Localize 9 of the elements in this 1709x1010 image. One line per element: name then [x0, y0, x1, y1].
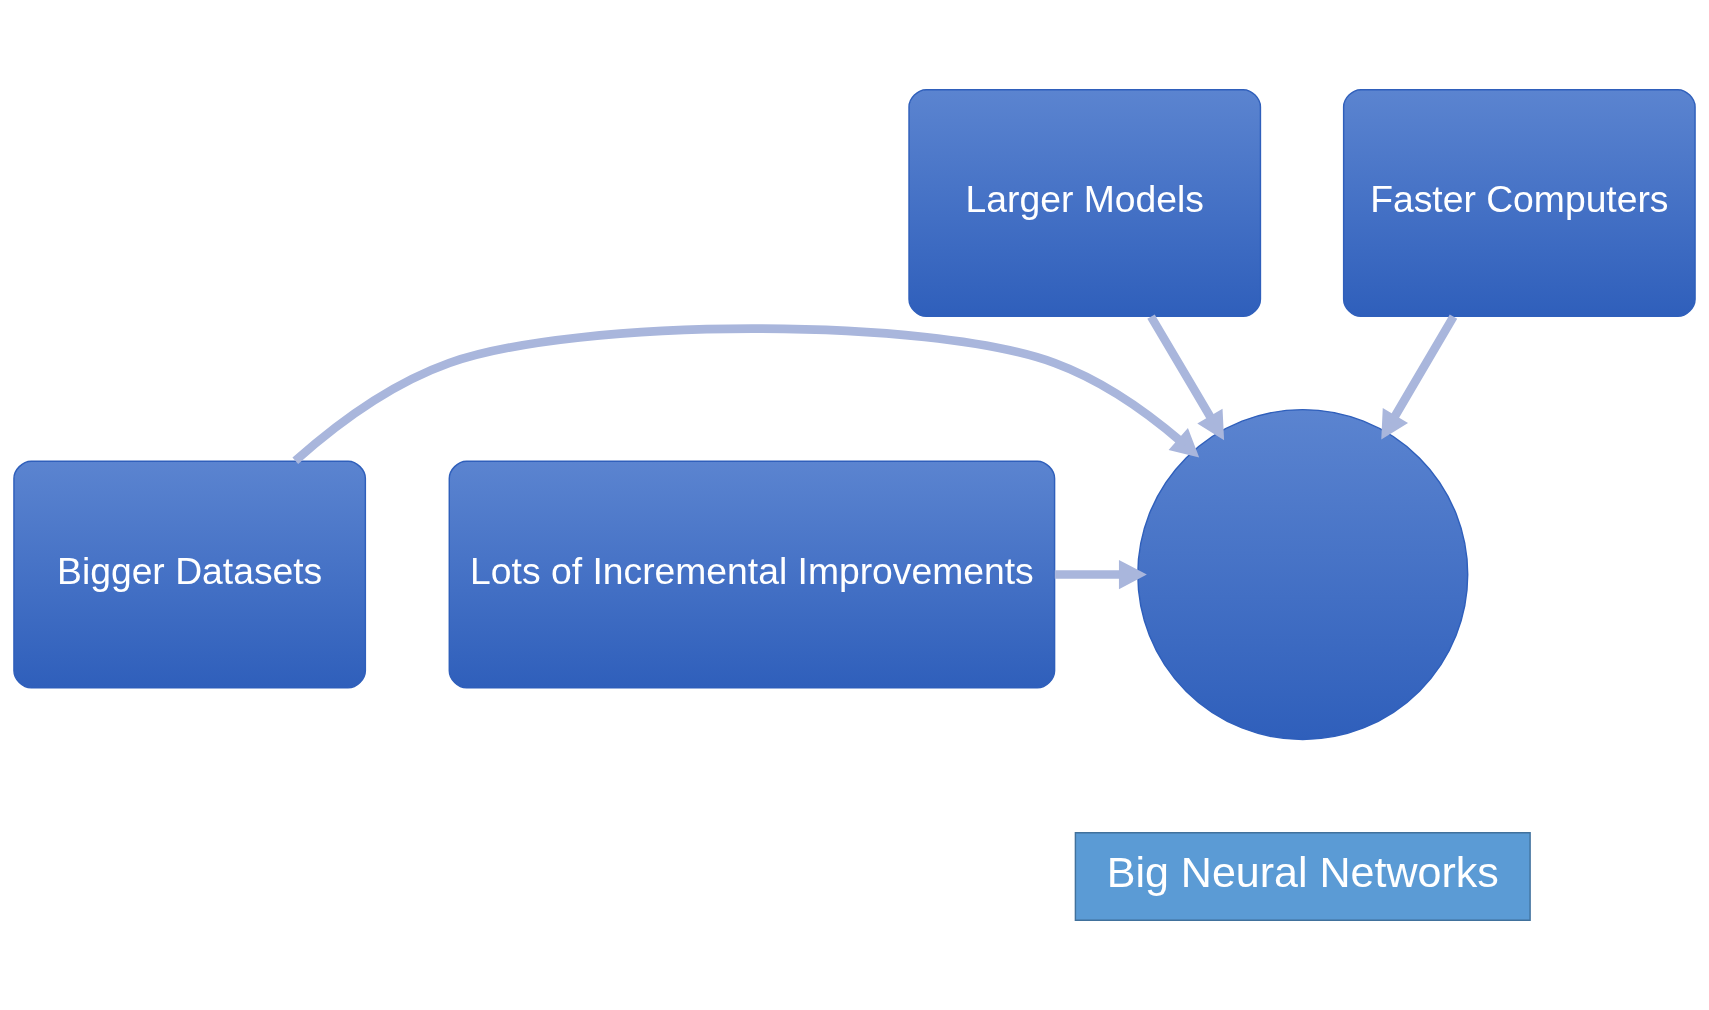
arrow [292, 324, 1200, 465]
node-box: Bigger Datasets [13, 460, 367, 689]
node-box: Big Neural Networks [1074, 832, 1531, 921]
node-box: Faster Computers [1342, 89, 1696, 318]
arrow [1147, 314, 1225, 441]
arrow [1054, 559, 1147, 590]
arrow [1381, 314, 1458, 440]
node-box: Larger Models [908, 89, 1262, 318]
node-box: Lots of Incremental Improvements [448, 460, 1056, 689]
